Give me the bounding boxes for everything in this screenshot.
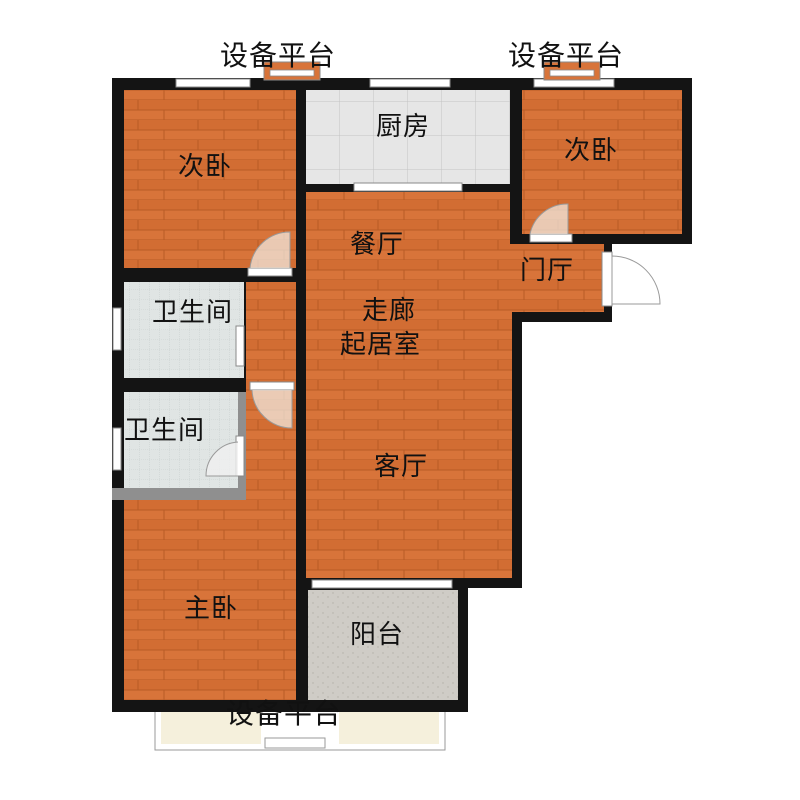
master-bedroom-floor <box>124 392 296 700</box>
bathroom-upper-label: 卫生间 <box>152 298 234 328</box>
kitchen-floor <box>306 90 510 184</box>
balcony-floor <box>308 588 458 700</box>
balcony-label: 阳台 <box>350 620 405 650</box>
bottom-platform-label: 设备平台 <box>226 697 343 730</box>
bottom-equipment-platform <box>154 707 446 751</box>
foyer-label: 门厅 <box>520 256 575 286</box>
kitchen-label: 厨房 <box>376 112 431 142</box>
bedroom-ne-label: 次卧 <box>564 136 619 166</box>
bedroom-nw-label: 次卧 <box>178 152 233 182</box>
master-bedroom-label: 主卧 <box>184 594 239 624</box>
windows <box>112 78 615 589</box>
corridor-label: 走廊 <box>362 296 417 326</box>
living-room-label: 起居室 <box>340 330 422 360</box>
top-equipment-platform-boxes <box>263 61 601 81</box>
bathroom-lower-label: 卫生间 <box>124 416 206 446</box>
top-right-platform-label: 设备平台 <box>508 39 625 72</box>
bathroom-upper-floor <box>124 282 244 378</box>
dining-label: 餐厅 <box>350 230 405 260</box>
door-swings <box>205 203 661 477</box>
top-left-platform-label: 设备平台 <box>220 39 337 72</box>
lounge-label: 客厅 <box>374 452 429 482</box>
room-floors <box>124 90 682 700</box>
living-floor <box>246 192 604 578</box>
